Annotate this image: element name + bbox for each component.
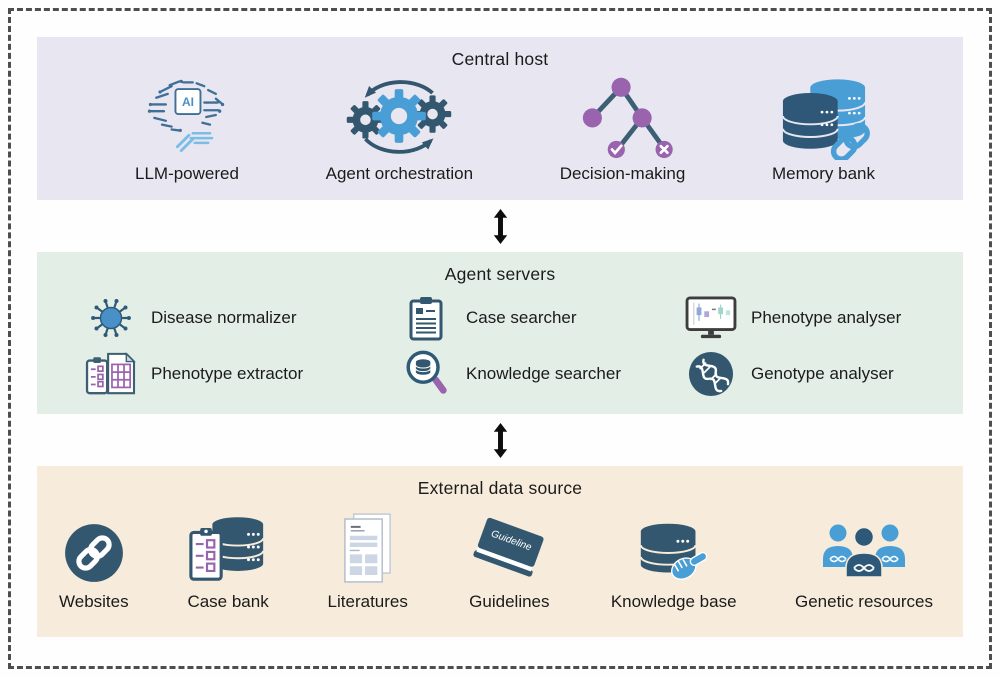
item-agent-orchestration: Agent orchestration	[326, 70, 473, 184]
ai-brain-icon: AI	[137, 70, 237, 162]
item-memory-bank: Memory bank	[772, 70, 875, 184]
item-websites: Websites	[59, 505, 129, 612]
layer-connector	[37, 414, 963, 466]
item-phenotype-extractor: Phenotype extractor	[85, 349, 400, 399]
item-genotype-analyser: Genotype analyser	[685, 349, 963, 399]
item-label: Genetic resources	[795, 592, 933, 611]
link-circle-icon	[62, 505, 126, 587]
item-label: Decision-making	[559, 164, 686, 183]
item-label: Memory bank	[772, 164, 875, 183]
virus-icon	[85, 293, 137, 343]
item-label: LLM-powered	[135, 164, 239, 183]
x-icon	[659, 144, 669, 155]
layer-agent-servers: Agent servers	[37, 252, 963, 414]
monitor-chart-icon	[685, 293, 737, 343]
item-guidelines: Guideline Guidelines	[466, 505, 552, 612]
item-knowledge-base: Knowledge base	[611, 505, 737, 612]
item-llm-powered: AI LLM-powered	[135, 70, 239, 184]
item-label: Genotype analyser	[751, 364, 894, 383]
item-label: Disease normalizer	[151, 308, 297, 327]
bidirectional-arrow-icon	[493, 208, 507, 244]
diagram-content: Central host	[37, 37, 963, 637]
clipboard-database-icon	[187, 505, 269, 587]
layer-title: Central host	[451, 49, 549, 69]
item-label: Websites	[59, 592, 129, 611]
clipboard-icon	[400, 293, 452, 343]
gears-cycle-icon	[344, 70, 454, 162]
decision-tree-icon	[571, 70, 675, 162]
item-decision-making: Decision-making	[559, 70, 686, 184]
database-hand-icon	[633, 505, 715, 587]
database-chain-icon	[775, 70, 873, 162]
central-host-items: AI LLM-powered	[37, 70, 963, 184]
external-data-items: Websites	[37, 499, 963, 612]
layer-central-host: Central host	[37, 37, 963, 200]
layer-title: Agent servers	[444, 264, 556, 284]
layer-title: External data source	[417, 478, 583, 498]
item-literatures: Literatures	[328, 505, 408, 612]
item-label: Phenotype analyser	[751, 308, 902, 327]
check-icon	[610, 144, 623, 155]
people-dna-icon	[818, 505, 910, 587]
book-icon: Guideline	[466, 505, 552, 587]
ai-chip-label: AI	[182, 95, 194, 109]
item-knowledge-searcher: Knowledge searcher	[400, 349, 685, 399]
item-label: Guidelines	[469, 592, 550, 611]
item-label: Literatures	[327, 592, 408, 611]
item-case-searcher: Case searcher	[400, 293, 685, 343]
item-label: Agent orchestration	[325, 164, 474, 183]
item-case-bank: Case bank	[187, 505, 269, 612]
item-genetic-resources: Genetic resources	[795, 505, 933, 612]
bidirectional-arrow-icon	[493, 422, 507, 458]
item-label: Case bank	[187, 592, 269, 611]
dna-circle-icon	[685, 349, 737, 399]
papers-icon	[339, 505, 396, 587]
item-label: Knowledge searcher	[466, 364, 621, 383]
layer-connector	[37, 200, 963, 252]
item-phenotype-analyser: Phenotype analyser	[685, 293, 963, 343]
agent-servers-items: Disease normalizer Case searcher	[37, 285, 963, 399]
item-label: Phenotype extractor	[151, 364, 304, 383]
database-magnifier-icon	[400, 349, 452, 399]
item-label: Knowledge base	[610, 592, 737, 611]
clipboard-table-icon	[85, 349, 137, 399]
item-disease-normalizer: Disease normalizer	[85, 293, 400, 343]
layer-external-data-source: External data source Websites	[37, 466, 963, 637]
item-label: Case searcher	[466, 308, 577, 327]
